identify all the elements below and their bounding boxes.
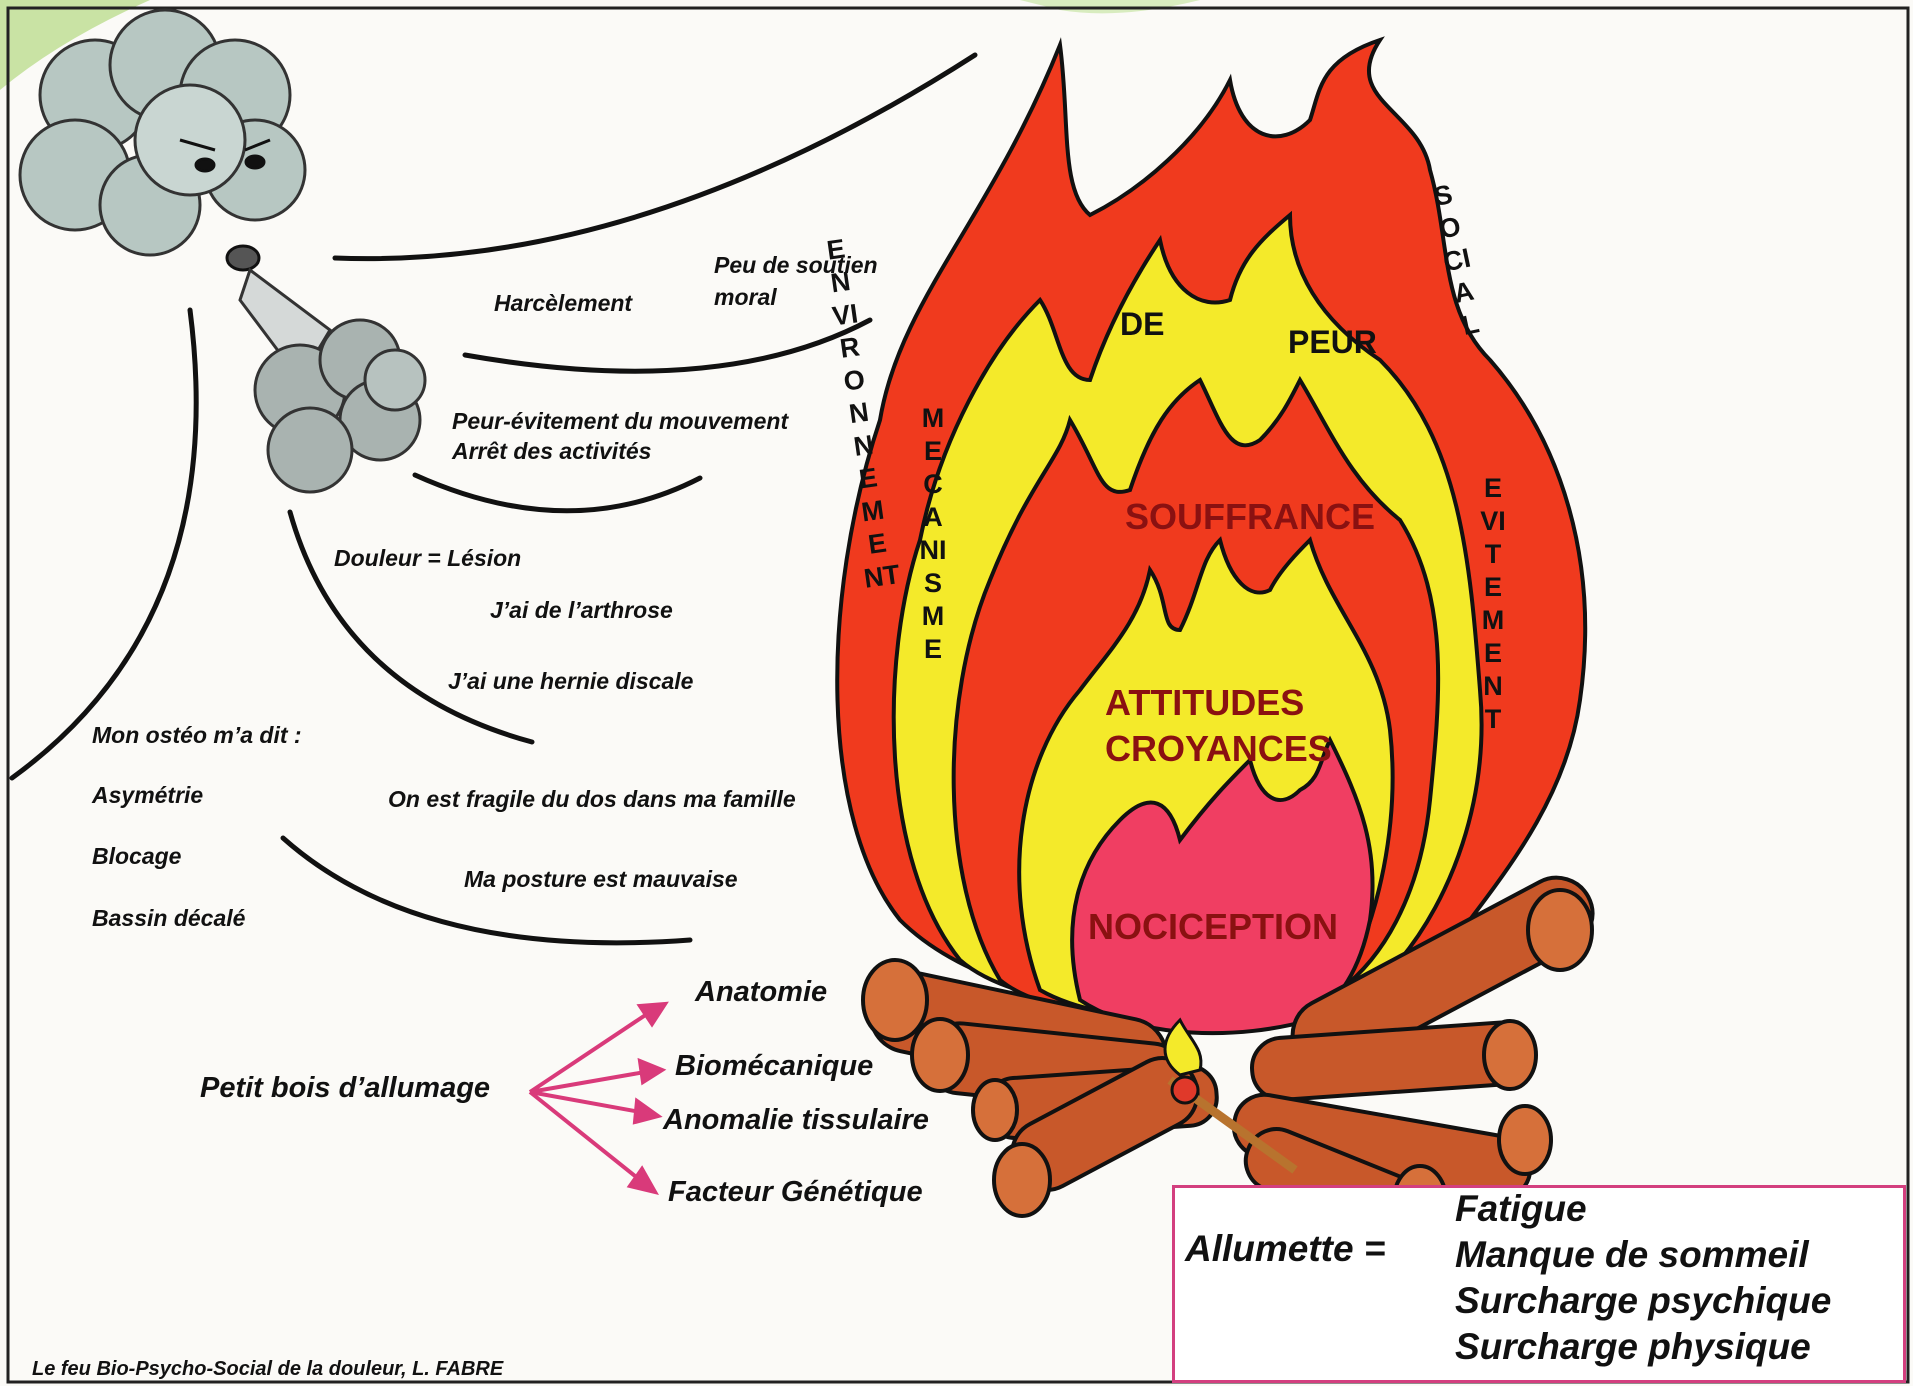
label-arthrose: J’ai de l’arthrose — [490, 597, 673, 624]
label-bassin: Bassin décalé — [92, 905, 245, 932]
match-item-physique: Surcharge physique — [1455, 1326, 1811, 1368]
kindling-label: Petit bois d’allumage — [200, 1072, 490, 1105]
label-osteo: Mon ostéo m’a dit : — [92, 722, 302, 749]
match-item-psychique: Surcharge psychique — [1455, 1280, 1831, 1322]
label-souffrance: SOUFFRANCE — [1125, 496, 1375, 538]
label-evitement: EVITEMENT — [1478, 472, 1508, 736]
label-fragile: On est fragile du dos dans ma famille — [388, 786, 796, 813]
kindling-item-anomalie: Anomalie tissulaire — [663, 1104, 929, 1137]
label-hernie: J’ai une hernie discale — [448, 668, 693, 695]
label-soutien-line2: moral — [714, 284, 777, 311]
match-box: Allumette = Fatigue Manque de sommeil Su… — [1172, 1185, 1906, 1383]
label-nociception: NOCICEPTION — [1088, 906, 1338, 948]
kindling-item-biomecanique: Biomécanique — [675, 1050, 873, 1083]
label-douleur: Douleur = Lésion — [334, 545, 521, 572]
caption: Le feu Bio-Psycho-Social de la douleur, … — [32, 1358, 503, 1381]
kindling-item-anatomie: Anatomie — [695, 976, 827, 1009]
label-peur: PEUR — [1288, 324, 1377, 361]
kindling-arrows — [530, 1004, 665, 1192]
label-arret: Arrêt des activités — [452, 438, 651, 465]
match-label: Allumette = — [1185, 1228, 1385, 1270]
label-de: DE — [1120, 306, 1164, 343]
label-asymetrie: Asymétrie — [92, 782, 203, 809]
label-croyances: CROYANCES — [1105, 728, 1332, 770]
label-posture: Ma posture est mauvaise — [464, 866, 738, 893]
label-blocage: Blocage — [92, 843, 181, 870]
label-peur-evitement: Peur-évitement du mouvement — [452, 408, 788, 435]
match-item-sommeil: Manque de sommeil — [1455, 1234, 1809, 1276]
label-mecanisme: MECANISME — [918, 402, 948, 666]
label-harcelement: Harcèlement — [494, 290, 632, 317]
match-item-fatigue: Fatigue — [1455, 1188, 1587, 1230]
kindling-item-genetique: Facteur Génétique — [668, 1176, 923, 1209]
label-attitudes: ATTITUDES — [1105, 682, 1304, 724]
